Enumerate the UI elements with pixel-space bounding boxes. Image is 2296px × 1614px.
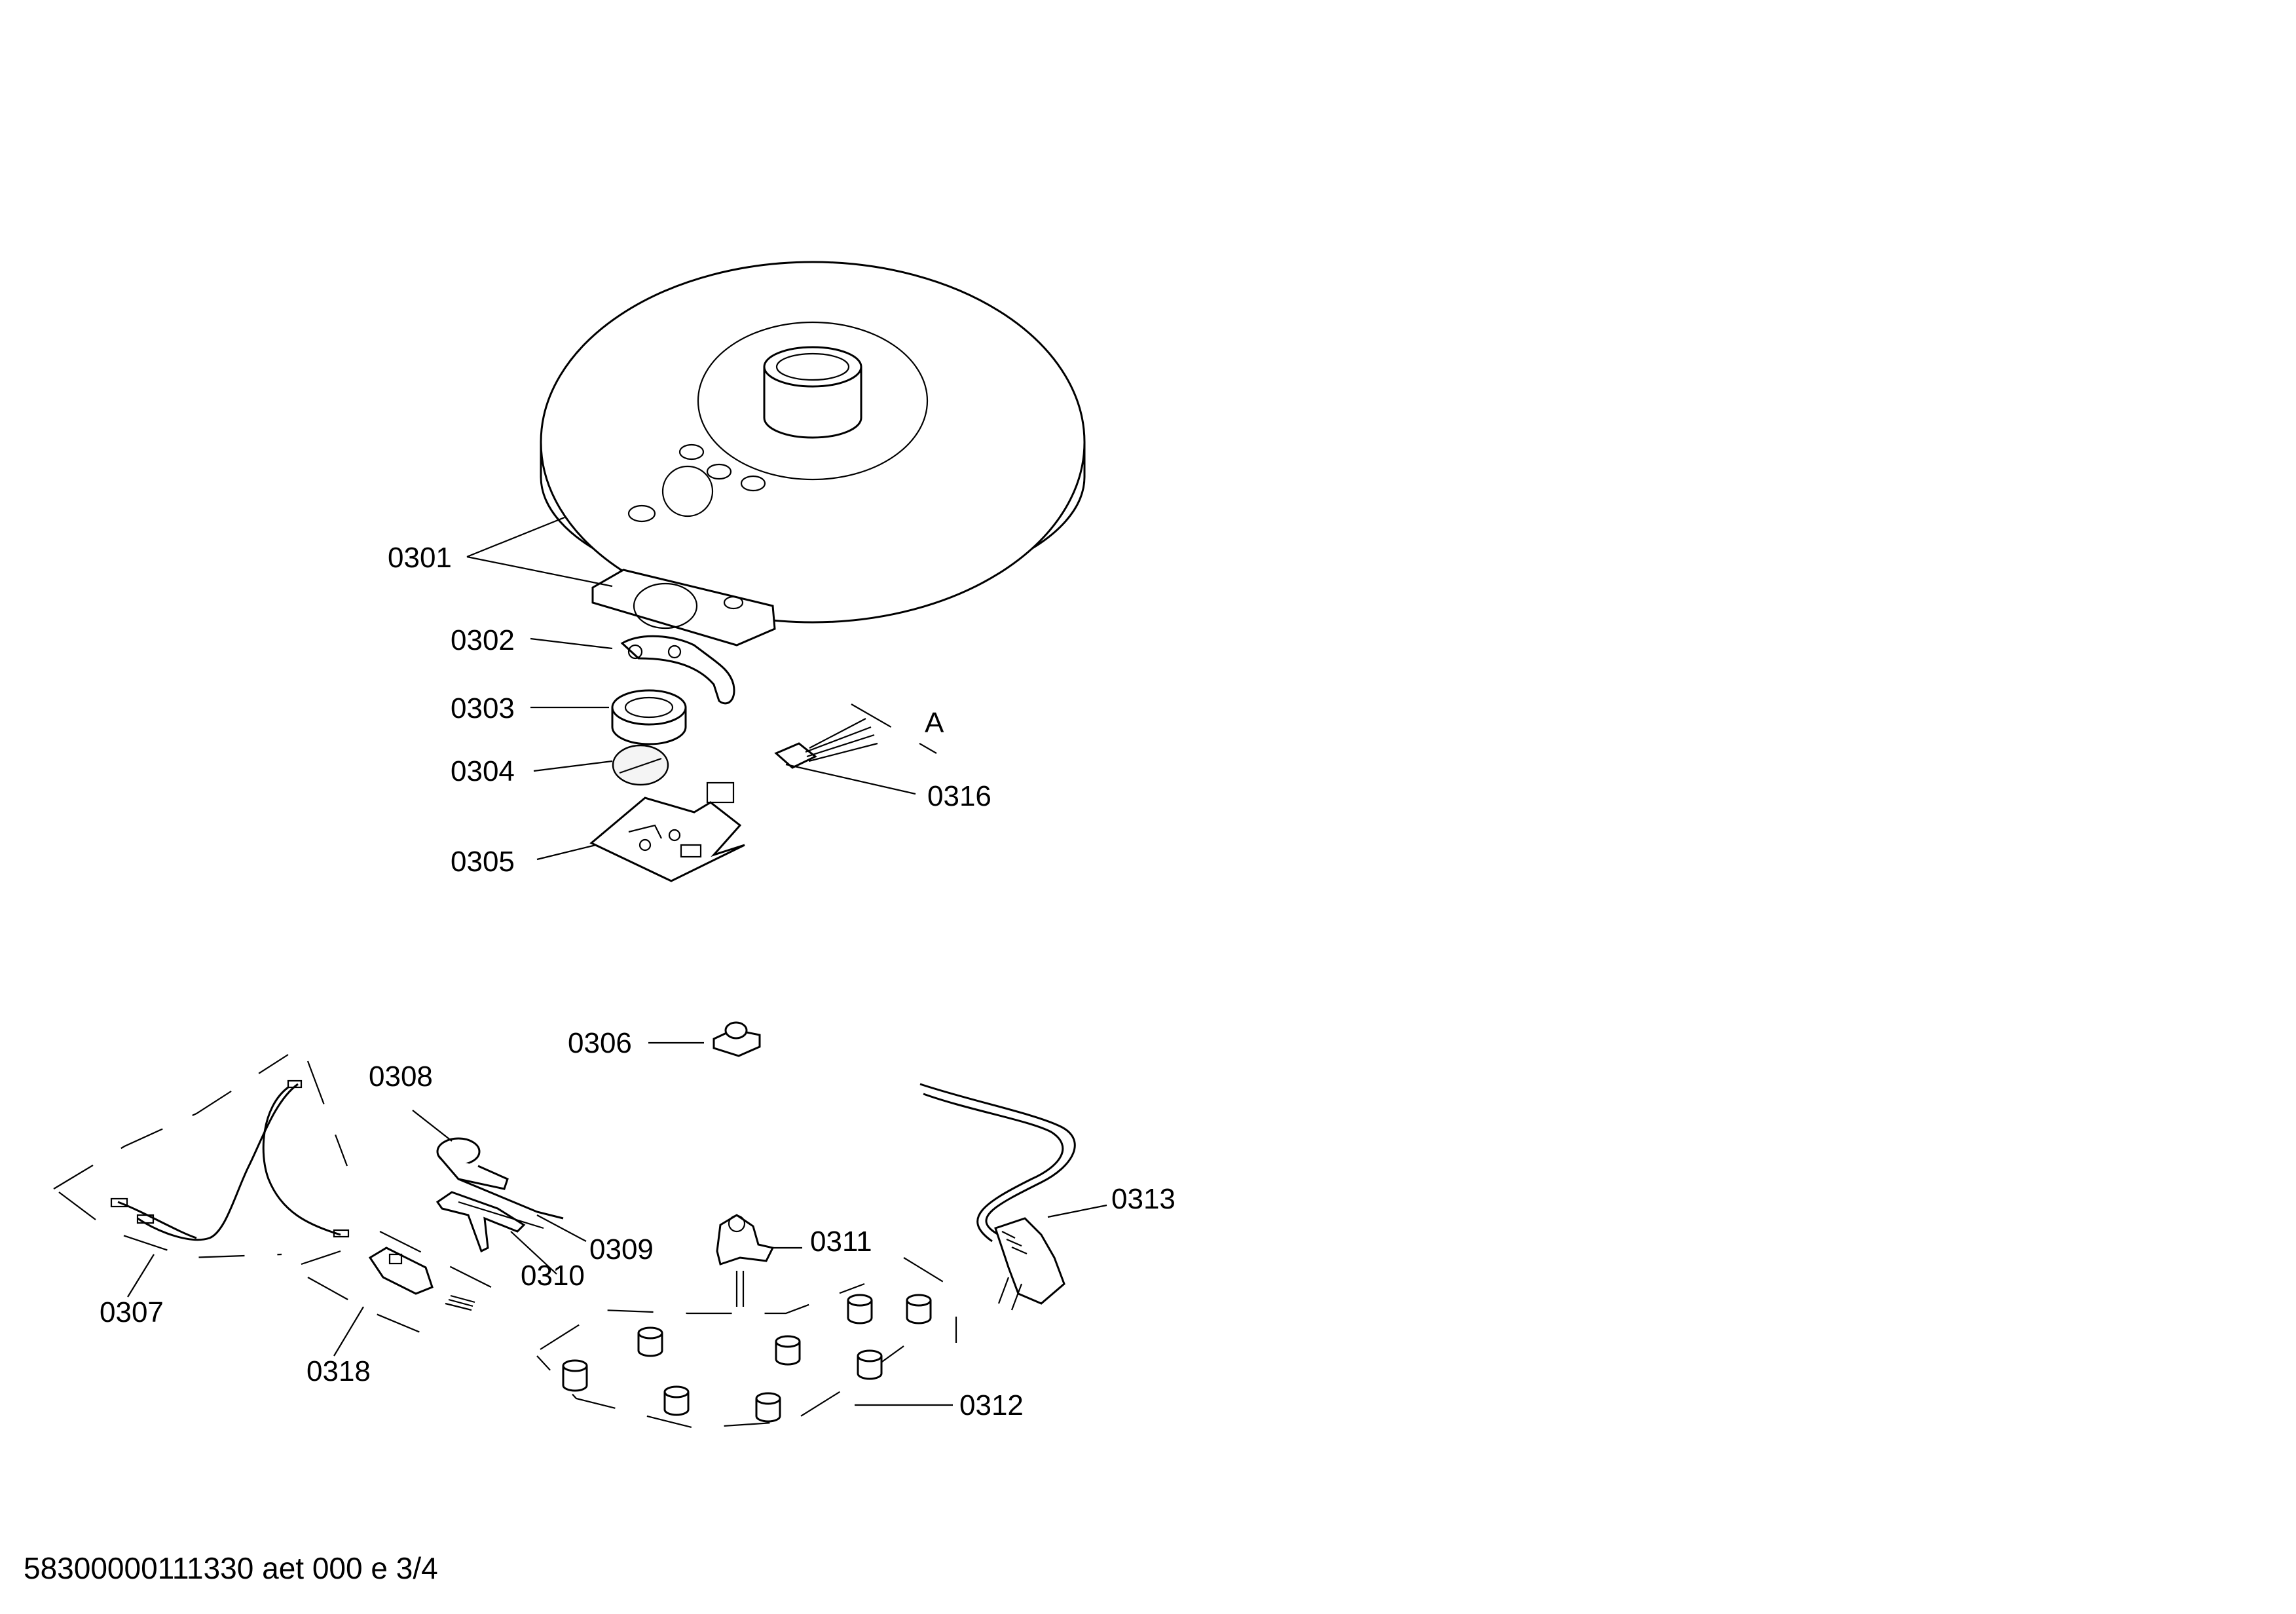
- label-0301: 0301: [388, 542, 452, 574]
- switch-lever-illustration: [435, 1137, 564, 1253]
- label-0311: 0311: [810, 1226, 872, 1258]
- label-0318: 0318: [306, 1355, 371, 1387]
- disk-illustration: [612, 744, 669, 786]
- leader-lines: [127, 516, 1107, 1406]
- clip-illustration: [620, 635, 735, 705]
- switch-holder-illustration: [307, 1231, 511, 1344]
- label-0310: 0310: [521, 1260, 585, 1292]
- power-cord-illustration: [919, 1083, 1076, 1311]
- wire-connector-illustration: [774, 704, 937, 769]
- ring-illustration: [611, 689, 687, 745]
- document-id-footer: 58300000111330 aet 000 e 3/4: [24, 1551, 438, 1585]
- label-0308: 0308: [369, 1060, 433, 1093]
- label-0302: 0302: [451, 624, 515, 656]
- label-0306: 0306: [568, 1027, 632, 1059]
- circuit-board-illustration: [589, 781, 745, 882]
- label-0312: 0312: [959, 1389, 1024, 1421]
- cord-retainer-illustration: [716, 1214, 775, 1307]
- label-0304: 0304: [451, 755, 515, 787]
- gasket-plate-illustration: [591, 569, 776, 647]
- base-plate-illustration: [540, 261, 1086, 624]
- label-0303: 0303: [451, 692, 515, 724]
- label-0313: 0313: [1111, 1183, 1176, 1215]
- thermostat-illustration: [713, 1021, 761, 1057]
- rubber-feet-illustration: [536, 1257, 963, 1429]
- wiring-harness-illustration: [53, 1054, 350, 1266]
- label-0316: 0316: [927, 780, 991, 812]
- label-connector-a: A: [925, 707, 944, 739]
- label-0307: 0307: [100, 1296, 164, 1328]
- label-0305: 0305: [451, 846, 515, 878]
- label-0309: 0309: [589, 1233, 654, 1266]
